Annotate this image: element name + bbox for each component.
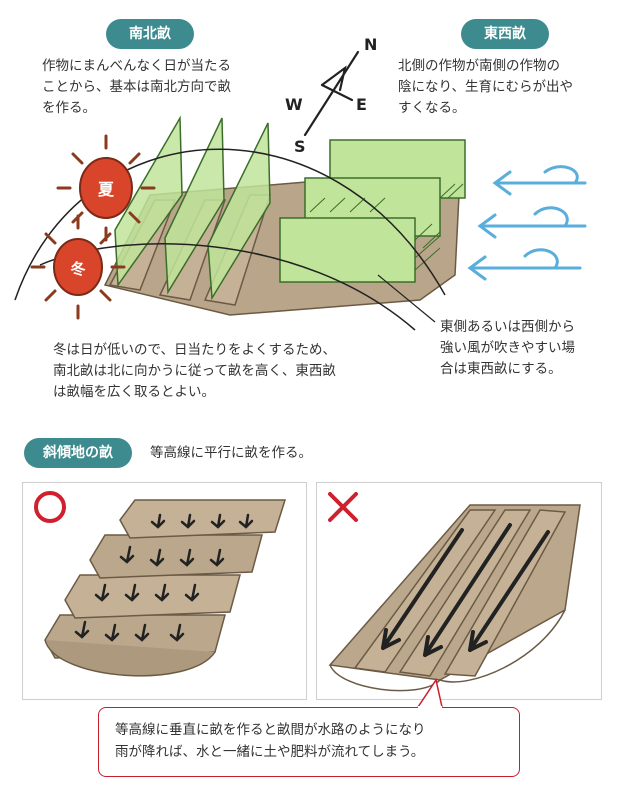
callout-runoff-note: 等高線に垂直に畝を作ると畝間が水路のようになり 雨が降れば、水と一緒に土や肥料が… (98, 707, 520, 777)
compass-w: W (285, 95, 303, 114)
leader-line (377, 274, 436, 323)
text-line: 雨が降れば、水と一緒に土や肥料が流れてしまう。 (115, 744, 425, 760)
callout-pointer (417, 678, 443, 708)
text-slope-description: 等高線に平行に畝を作る。 (150, 445, 312, 461)
text-line: 合は東西畝にする。 (440, 361, 562, 377)
text-line: 作物にまんべんなく日が当たる (42, 58, 231, 74)
contour-ridges (44, 499, 287, 677)
north-south-crops (114, 115, 271, 301)
text-wind-tip: 東側あるいは西側から 強い風が吹きやすい場 合は東西畝にする。 (440, 317, 575, 380)
text-east-west-description: 北側の作物が南側の作物の 陰になり、生育にむらが出や すくなる。 (398, 56, 573, 119)
compass-n: N (364, 35, 377, 54)
text-line: 等高線に垂直に畝を作ると畝間が水路のようになり (115, 722, 426, 738)
compass-icon (303, 50, 360, 137)
text-north-south-description: 作物にまんべんなく日が当たる ことから、基本は南北方向で畝 を作る。 (42, 56, 231, 119)
ridge-direction-illustration: 夏 冬 N S E W (14, 35, 587, 331)
runoff-arrows-icon (381, 523, 550, 657)
label-slope-ridge: 斜傾地の畝 (24, 438, 132, 468)
good-mark-icon (34, 491, 66, 523)
label-east-west-ridge: 東西畝 (461, 19, 549, 49)
east-west-shadow-hatch (309, 183, 464, 271)
text-line: 強い風が吹きやすい場 (440, 340, 575, 356)
text-line: ことから、基本は南北方向で畝 (42, 79, 231, 95)
downhill-ridges (328, 504, 581, 692)
winter-sun-icon (30, 214, 126, 320)
winter-sun-label: 冬 (70, 260, 85, 278)
text-line: 北側の作物が南側の作物の (398, 58, 560, 74)
summer-sun-icon (56, 134, 156, 242)
text-line: を作る。 (42, 100, 96, 116)
wind-arrows-icon (467, 165, 587, 281)
text-winter-tip: 冬は日が低いので、日当たりをよくするため、 南北畝は北に向かうに従って畝を高く、… (53, 340, 336, 403)
text-line: は畝幅を広く取るとよい。 (53, 384, 215, 400)
callout-pointer-mask (418, 706, 442, 709)
summer-sun-path (14, 148, 446, 301)
text-line: 南北畝は北に向かうに従って畝を高く、東西畝 (53, 363, 336, 379)
compass-s: S (294, 137, 306, 156)
text-line: 陰になり、生育にむらが出や (398, 79, 573, 95)
compass-e: E (356, 95, 367, 114)
text-line: 東側あるいは西側から (440, 319, 575, 335)
summer-sun-label: 夏 (97, 180, 115, 199)
bad-mark-icon (328, 492, 358, 522)
text-line: すくなる。 (398, 100, 466, 116)
water-arrows-icon (74, 513, 254, 642)
label-north-south-ridge: 南北畝 (106, 19, 194, 49)
text-line: 冬は日が低いので、日当たりをよくするため、 (53, 342, 336, 358)
